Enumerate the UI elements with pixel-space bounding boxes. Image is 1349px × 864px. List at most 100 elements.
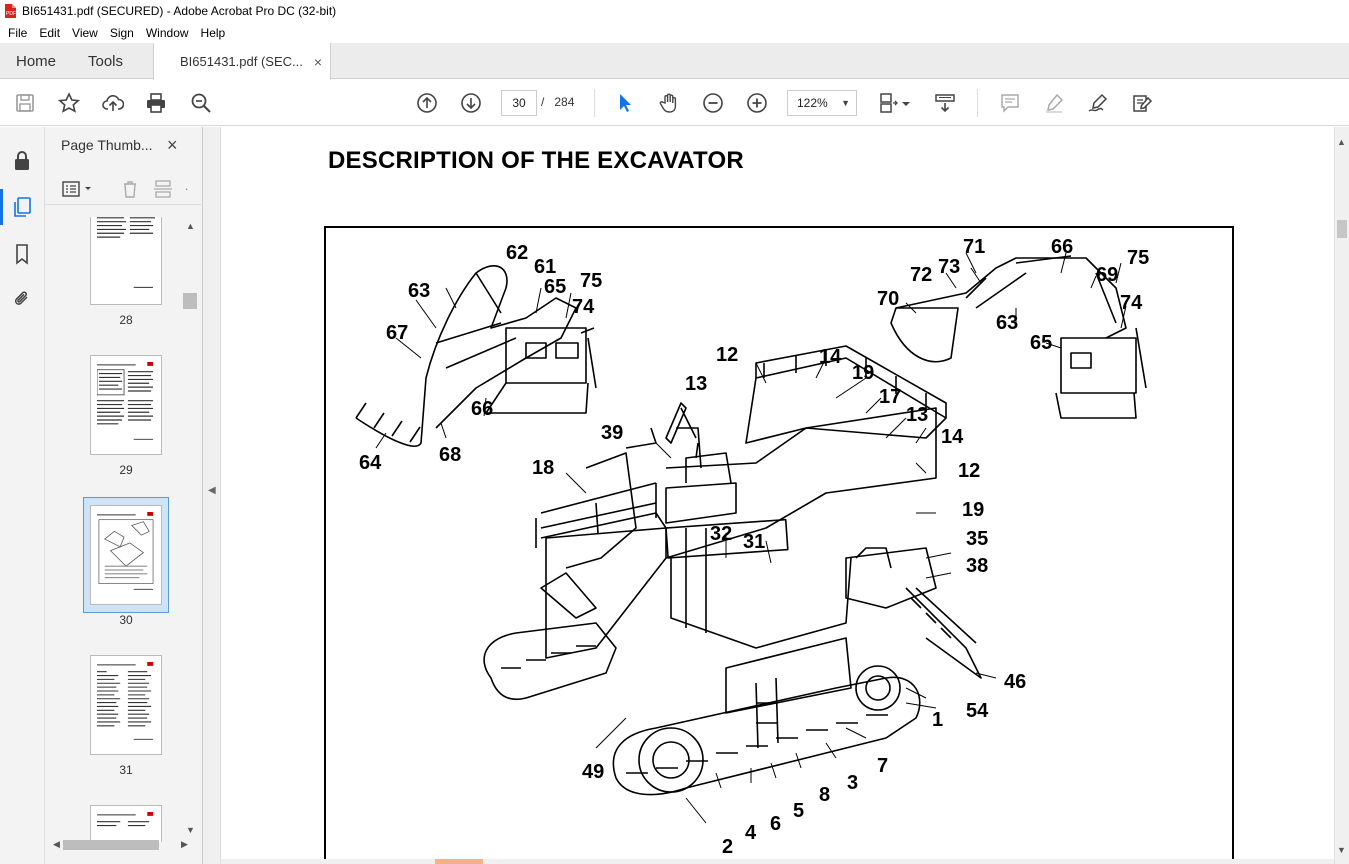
lock-icon[interactable] (10, 149, 34, 173)
save-icon[interactable] (13, 91, 37, 115)
document-scroll-thumb[interactable] (1337, 220, 1347, 238)
callout-label: 63 (408, 280, 431, 302)
sign-icon[interactable] (1086, 91, 1110, 115)
bookmark-icon[interactable] (10, 242, 34, 266)
callout-label: 66 (471, 398, 494, 420)
hand-icon[interactable] (657, 91, 681, 115)
callout-label: 75 (580, 270, 603, 292)
callout-label: 62 (506, 242, 529, 264)
callout-label: 72 (910, 264, 933, 286)
callout-label: 68 (439, 444, 462, 466)
comment-icon[interactable] (998, 91, 1022, 115)
callout-label: 8 (819, 784, 831, 806)
insert-page-icon[interactable] (153, 179, 175, 199)
thumbnail-hscrollbar[interactable]: ◀ ▶ (53, 837, 193, 853)
bottom-scroll-strip (221, 859, 1334, 864)
panel-collapse-handle[interactable]: ◀ (203, 127, 221, 864)
callout-label: 12 (716, 344, 739, 366)
window-title: BI651431.pdf (SECURED) - Adobe Acrobat P… (22, 4, 337, 18)
menu-sign[interactable]: Sign (109, 25, 134, 40)
document-view[interactable]: DESCRIPTION OF THE EXCAVATOR (221, 127, 1334, 864)
total-pages: 284 (554, 95, 575, 109)
callout-label: 14 (819, 346, 842, 368)
zoom-search-icon[interactable] (189, 91, 213, 115)
menu-edit[interactable]: Edit (39, 25, 61, 40)
thumbnail-label: 30 (119, 613, 133, 627)
thumbnail-page-30[interactable] (90, 505, 162, 605)
star-icon[interactable] (57, 91, 81, 115)
tab-home[interactable]: Home (16, 52, 57, 70)
excavator-drawing (355, 252, 1147, 824)
thumbnail-label: 31 (119, 763, 133, 777)
thumbnail-page-28[interactable] (90, 217, 162, 305)
tab-bar: Home Tools BI651431.pdf (SEC... × (0, 43, 1349, 80)
callout-label: 5 (793, 800, 805, 822)
page-down-icon[interactable] (459, 91, 483, 115)
tab-document-label: BI651431.pdf (SEC... (180, 54, 303, 69)
thumbnail-tools: . (45, 173, 203, 205)
scroll-down-icon[interactable]: ▼ (186, 825, 195, 835)
thumbnail-hscroll-thumb[interactable] (63, 840, 159, 850)
menu-window[interactable]: Window (145, 25, 189, 40)
scroll-down-icon[interactable]: ▼ (1337, 845, 1346, 855)
callout-label: 13 (906, 404, 929, 426)
upload-icon[interactable] (101, 91, 125, 115)
thumbnail-scroll-thumb[interactable] (183, 293, 197, 309)
menu-bar: File Edit View Sign Window Help (0, 22, 1349, 43)
callout-label: 19 (852, 362, 875, 384)
callout-label: 63 (996, 312, 1019, 334)
more-tools-icon[interactable]: . (185, 179, 189, 193)
callout-label: 6 (770, 813, 782, 835)
page-position-marker (435, 859, 483, 864)
menu-view[interactable]: View (72, 25, 98, 40)
page-up-icon[interactable] (415, 91, 439, 115)
scroll-up-icon[interactable]: ▲ (1337, 137, 1346, 147)
thumbnail-scrollbar[interactable]: ▲ ▼ (183, 219, 197, 839)
callout-label: 14 (941, 426, 964, 448)
callout-label: 69 (1096, 264, 1119, 286)
callout-label: 49 (582, 761, 605, 783)
scroll-right-icon[interactable]: ▶ (181, 839, 188, 849)
page-count: / 284 (541, 95, 574, 109)
scroll-left-icon[interactable]: ◀ (53, 839, 60, 849)
callout-label: 66 (1051, 236, 1074, 258)
print-icon[interactable] (144, 91, 168, 115)
zoom-out-icon[interactable] (701, 91, 725, 115)
fit-page-dropdown-icon[interactable] (900, 91, 912, 115)
callout-label: 3 (847, 772, 859, 794)
delete-page-icon[interactable] (120, 179, 140, 199)
left-rail (0, 127, 45, 864)
page-number-input[interactable]: 30 (501, 90, 537, 116)
fit-page-icon[interactable] (877, 91, 901, 115)
callout-label: 74 (572, 296, 595, 318)
attachment-icon[interactable] (10, 287, 34, 311)
menu-file[interactable]: File (8, 25, 28, 40)
tab-close-icon[interactable]: × (313, 53, 322, 70)
zoom-select[interactable]: 122%▼ (787, 90, 857, 116)
title-bar: PDF BI651431.pdf (SECURED) - Adobe Acrob… (0, 0, 1349, 22)
callout-label: 35 (966, 528, 989, 550)
callout-label: 75 (1127, 247, 1150, 269)
tab-tools[interactable]: Tools (88, 52, 124, 70)
tab-document[interactable]: BI651431.pdf (SEC... × (153, 43, 331, 80)
edit-pdf-icon[interactable] (1130, 91, 1154, 115)
zoom-in-icon[interactable] (745, 91, 769, 115)
callout-label: 65 (544, 276, 567, 298)
scroll-mode-icon[interactable] (933, 91, 957, 115)
page-thumbnails-icon[interactable] (0, 189, 34, 225)
panel-close-icon[interactable]: × (167, 135, 178, 155)
callout-label: 46 (1004, 671, 1027, 693)
callout-label: 31 (743, 531, 766, 553)
thumbnail-page-31[interactable] (90, 655, 162, 755)
callout-label: 4 (745, 822, 757, 844)
thumbnail-options-icon[interactable] (61, 179, 97, 199)
thumbnail-page-32[interactable] (90, 805, 162, 842)
callout-label: 18 (532, 457, 555, 479)
document-scrollbar[interactable]: ▲ ▼ (1334, 127, 1349, 864)
thumbnail-page-29[interactable] (90, 355, 162, 455)
menu-help[interactable]: Help (200, 25, 226, 40)
select-arrow-icon[interactable] (613, 91, 637, 115)
highlight-icon[interactable] (1042, 91, 1066, 115)
scroll-up-icon[interactable]: ▲ (186, 221, 195, 231)
